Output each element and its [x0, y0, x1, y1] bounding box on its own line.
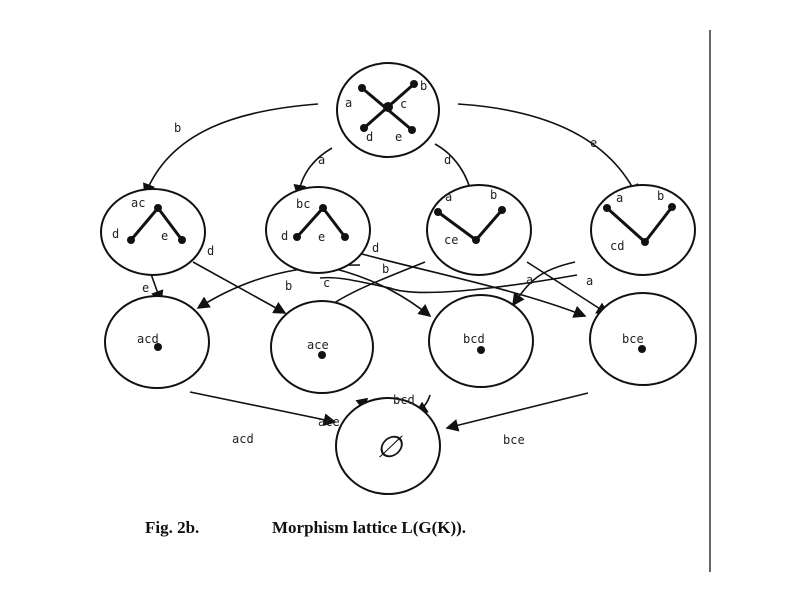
edge-cd-bcd	[512, 261, 576, 307]
node-cd: a b cd	[590, 184, 696, 276]
edge-label: c	[323, 276, 330, 290]
vertex-label: d	[281, 229, 288, 243]
node-acd: acd	[104, 295, 210, 389]
node-empty-set: ∅	[335, 397, 441, 495]
edge-label: bcd	[393, 393, 415, 407]
edge-label: bce	[503, 433, 525, 447]
node-full-graph: a b c d e	[336, 62, 440, 158]
edge-label: ace	[318, 415, 340, 429]
edge-label: acd	[232, 432, 254, 446]
vertex-label: d	[112, 227, 119, 241]
vertex-label: c	[400, 97, 407, 111]
node-label: ace	[307, 338, 329, 352]
empty-set-symbol: ∅	[376, 430, 404, 465]
node-ce: a b ce	[426, 184, 532, 276]
edge-label: b	[174, 121, 181, 135]
edge-label: d	[207, 244, 214, 258]
vertex-label: a	[345, 96, 352, 110]
edge-bc-bcd	[331, 267, 432, 317]
vertex-label: b	[490, 188, 497, 202]
node-bc: bc d e	[265, 186, 371, 274]
edge-label: e	[590, 136, 597, 150]
edge-ce-bce	[526, 261, 610, 315]
edge-bc-bce	[361, 253, 587, 318]
node-label: acd	[137, 332, 159, 346]
vertex-label: d	[366, 130, 373, 144]
figure-number: Fig. 2b.	[145, 518, 199, 537]
vertex-label: cd	[610, 239, 624, 253]
edge-label: e	[142, 281, 149, 295]
vertex-label: a	[445, 190, 452, 204]
edge-label: a	[586, 274, 593, 288]
node-bce: bce	[589, 292, 697, 386]
vertex-label: a	[616, 191, 623, 205]
vertex-label: e	[318, 230, 325, 244]
vertex-label: b	[420, 79, 427, 93]
vertex-label: ac	[131, 196, 145, 210]
vertex-label: e	[395, 130, 402, 144]
vertex-label: b	[657, 189, 664, 203]
vertex-label: e	[161, 229, 168, 243]
edge-top-cd	[457, 103, 638, 198]
figure-caption: Morphism lattice L(G(K)).	[272, 518, 466, 537]
edge-top-ac	[143, 103, 319, 197]
edge-label: d	[444, 153, 451, 167]
edge-label: b	[382, 262, 389, 276]
vertex-label: ce	[444, 233, 458, 247]
edge-label: a	[526, 273, 533, 287]
vertex-label: bc	[296, 197, 310, 211]
edge-bce-empty	[445, 392, 589, 432]
edge-ac-ace	[192, 261, 287, 314]
node-bcd: bcd	[428, 294, 534, 388]
node-ac: ac d e	[100, 188, 206, 276]
edge-label: b	[285, 279, 292, 293]
edge-labels: b a d e e d b c d b a a acd ace bcd bce	[142, 121, 597, 447]
edge-cd-cross	[319, 274, 578, 294]
node-label: bce	[622, 332, 644, 346]
edge-label: d	[372, 241, 379, 255]
node-label: bcd	[463, 332, 485, 346]
node-ace: ace	[270, 300, 374, 394]
edge-label: a	[318, 153, 325, 167]
edge-acd-empty	[189, 391, 337, 426]
edges	[143, 103, 638, 432]
